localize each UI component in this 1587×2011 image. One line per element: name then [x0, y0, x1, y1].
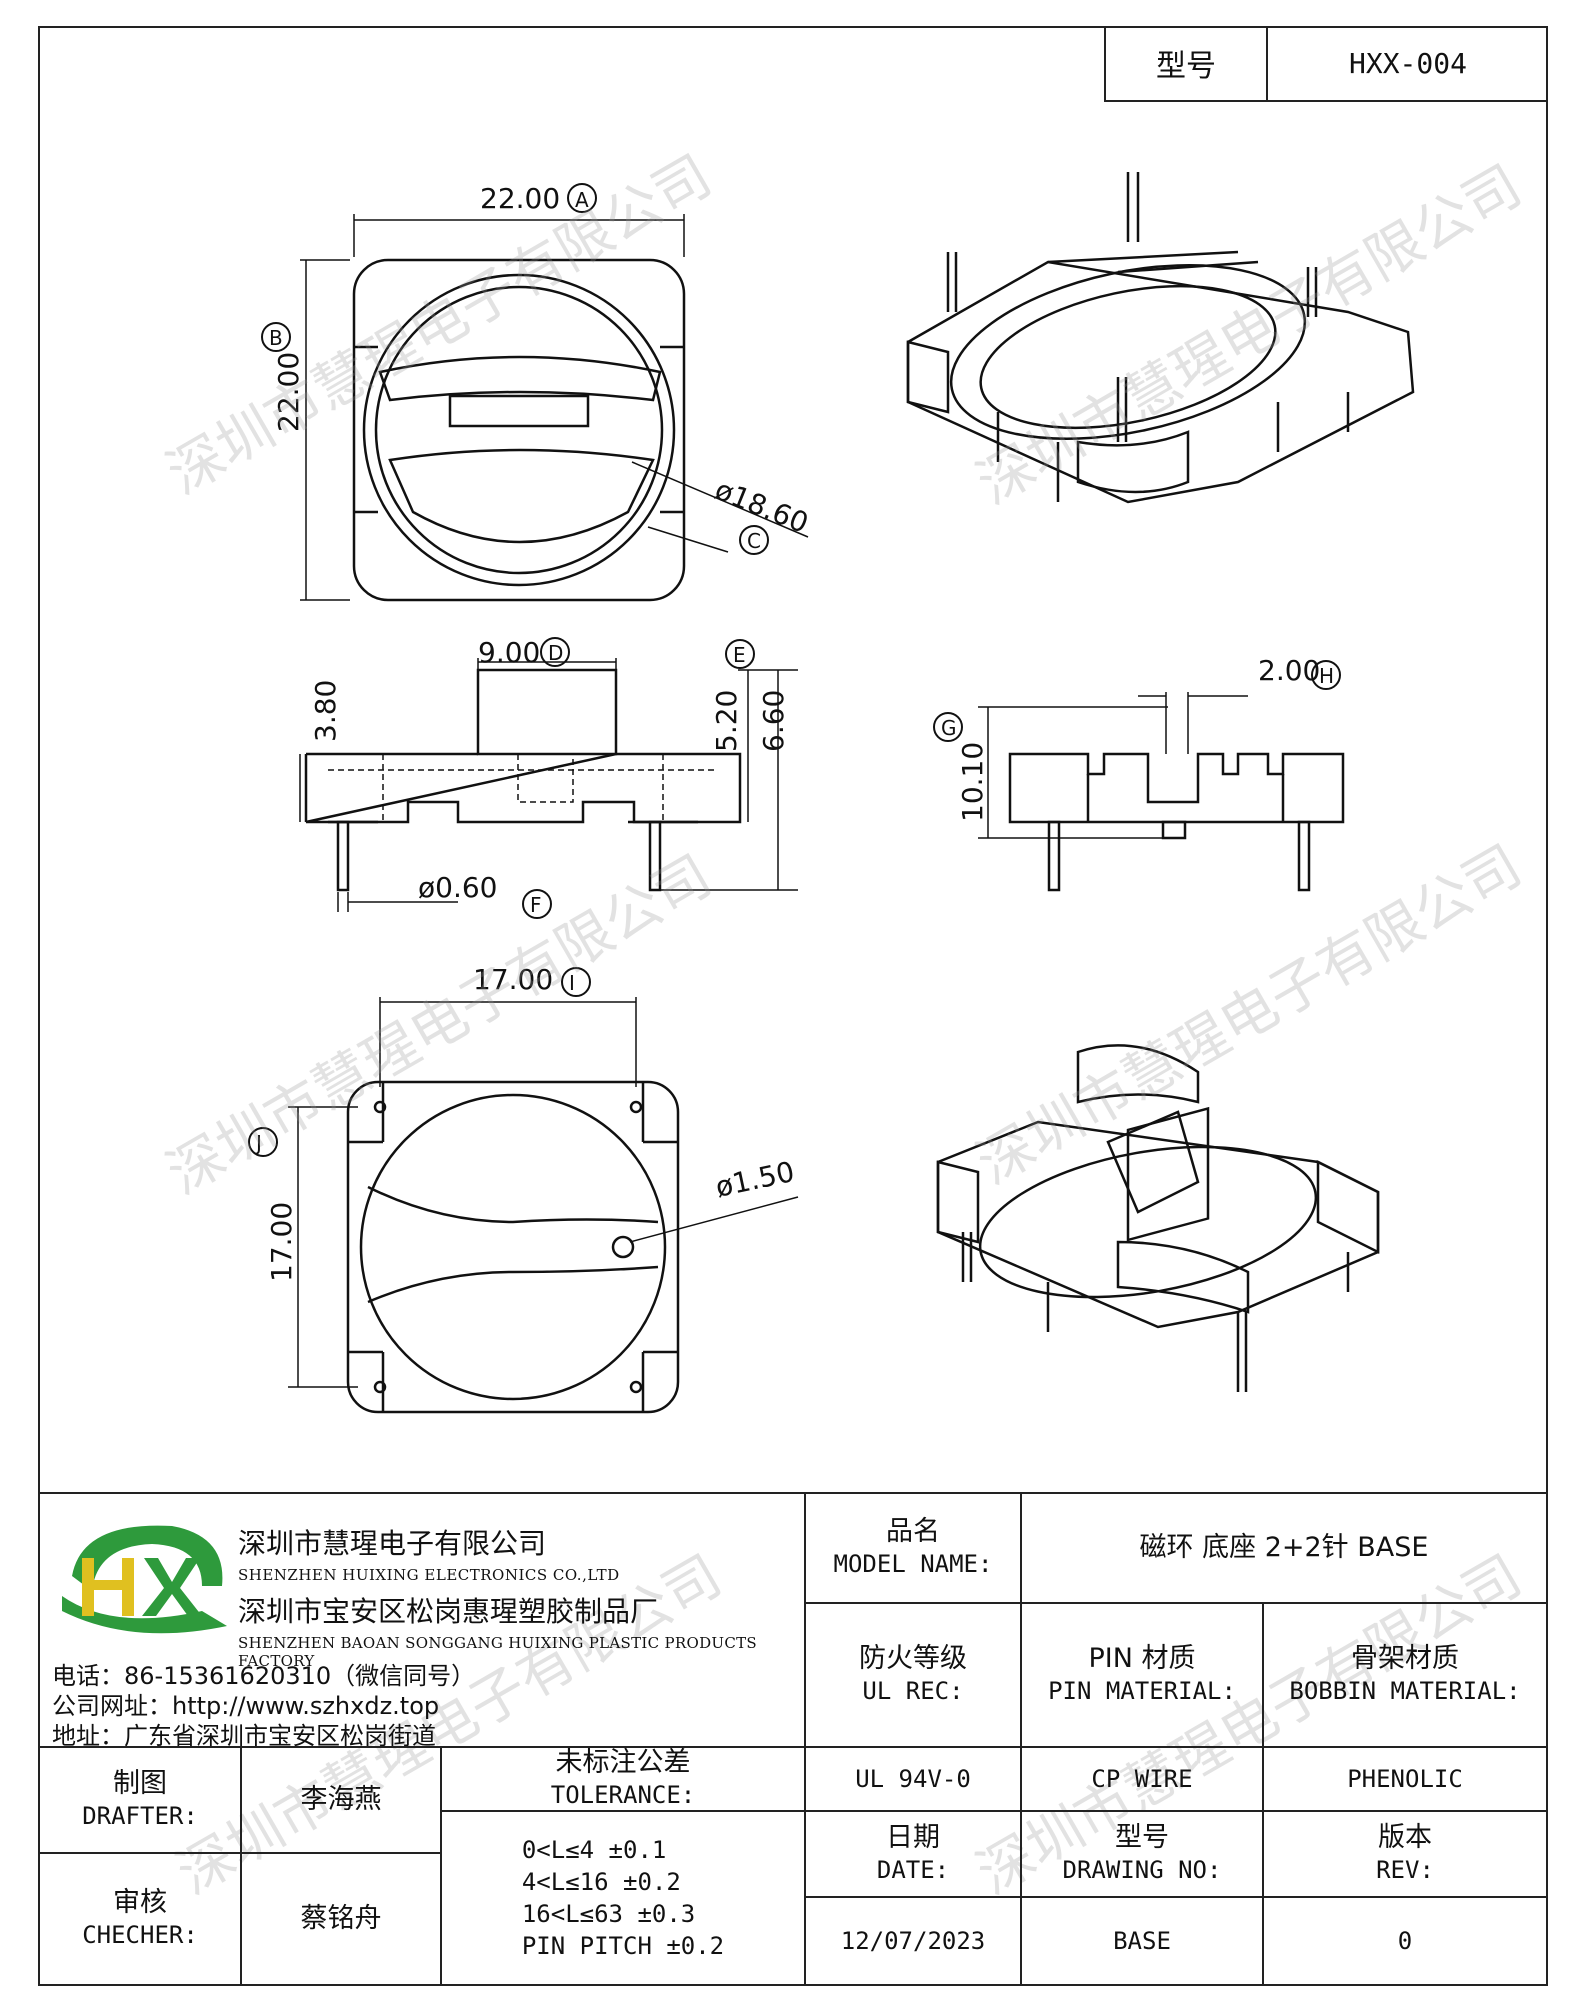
- model-value: HXX-004: [1348, 46, 1467, 80]
- model-label: 型号: [1106, 26, 1268, 100]
- dim-j-tag: J: [254, 1131, 262, 1155]
- isometric-view-bottom: [936, 1044, 1380, 1392]
- company-address: 地址：广东省深圳市宝安区松岗街道: [52, 1722, 436, 1750]
- dim-h38-value: 3.80: [309, 680, 342, 742]
- rev-value: 0: [1262, 1896, 1548, 1986]
- pin-material-value: CP WIRE: [1020, 1746, 1264, 1812]
- dim-i-tag: I: [569, 971, 575, 995]
- dim-e66-value: 6.60: [757, 690, 790, 752]
- drafter-name: 李海燕: [240, 1746, 442, 1854]
- company-info: HX 深圳市慧瑆电子有限公司 SHENZHEN HUIXING ELECTRON…: [38, 1492, 806, 1750]
- title-block: HX 深圳市慧瑆电子有限公司 SHENZHEN HUIXING ELECTRON…: [38, 1492, 1548, 1986]
- dim-e-tag: E: [733, 643, 746, 667]
- isometric-view-top: [906, 172, 1415, 504]
- company-logo: HX: [52, 1516, 227, 1634]
- dim-i-value: 17.00: [473, 963, 553, 996]
- technical-drawing: 22.00 A 22.00 B ø18.60 C 9.00 D 3.80 5.2…: [248, 172, 1415, 1414]
- pin-material-label: PIN 材质 PIN MATERIAL:: [1020, 1602, 1264, 1748]
- bottom-view: [248, 967, 799, 1414]
- side-view: [933, 660, 1345, 892]
- model-name-value: 磁环 底座 2+2针 BASE: [1020, 1492, 1548, 1604]
- dim-g-value: 10.10: [956, 742, 989, 822]
- tolerance-list: 0<L≤4 ±0.1 4<L≤16 ±0.2 16<L≤63 ±0.3 PIN …: [440, 1810, 806, 1986]
- checker-label: 审核 CHECHER:: [38, 1852, 242, 1986]
- dim-a-value: 22.00: [480, 182, 560, 215]
- date-value: 12/07/2023: [804, 1896, 1022, 1986]
- dim-f-tag: F: [530, 893, 542, 917]
- dim-d-tag: D: [548, 641, 563, 665]
- dim-h-value: 2.00: [1258, 654, 1320, 687]
- bobbin-material-value: PHENOLIC: [1262, 1746, 1548, 1812]
- dim-e52-value: 5.20: [710, 690, 743, 752]
- drawing-no-value: BASE: [1020, 1896, 1264, 1986]
- dim-d-value: 9.00: [478, 636, 540, 669]
- top-view: [261, 183, 809, 602]
- tolerance-line-1: 0<L≤4 ±0.1: [521, 1836, 667, 1864]
- factory-name-cn: 深圳市宝安区松岗惠瑆塑胶制品厂: [238, 1595, 659, 1628]
- dim-j-value: 17.00: [265, 1202, 298, 1282]
- dim-c-value: ø18.60: [710, 473, 813, 540]
- front-view: [299, 637, 798, 919]
- checker-name: 蔡铭舟: [240, 1852, 442, 1986]
- dim-h-tag: H: [1319, 664, 1334, 688]
- dim-a-tag: A: [575, 188, 589, 212]
- dim-c-tag: C: [747, 529, 761, 553]
- company-phone: 电话：86-15361620310（微信同号）: [52, 1662, 476, 1690]
- drafter-label: 制图 DRAFTER:: [38, 1746, 242, 1854]
- ul-value: UL 94V-0: [804, 1746, 1022, 1812]
- company-name-cn: 深圳市慧瑆电子有限公司: [238, 1527, 547, 1560]
- company-website: 公司网址：http://www.szhxdz.top: [52, 1692, 440, 1720]
- bobbin-material-label: 骨架材质 BOBBIN MATERIAL:: [1262, 1602, 1548, 1748]
- logo-text: HX: [52, 1516, 54, 1517]
- tolerance-line-3: 16<L≤63 ±0.3: [521, 1900, 696, 1928]
- dim-f-value: ø0.60: [418, 871, 497, 904]
- model-number-box: 型号 HXX-004: [1104, 26, 1548, 102]
- drawing-no-label: 型号 DRAWING NO:: [1020, 1810, 1264, 1898]
- tolerance-line-4: PIN PITCH ±0.2: [521, 1932, 725, 1960]
- company-name-en: SHENZHEN HUIXING ELECTRONICS CO.,LTD: [238, 1566, 620, 1584]
- model-name-label: 品名 MODEL NAME:: [804, 1492, 1022, 1604]
- factory-name-en: SHENZHEN BAOAN SONGGANG HUIXING PLASTIC …: [238, 1634, 758, 1670]
- dim-b-tag: B: [269, 326, 283, 350]
- tolerance-line-2: 4<L≤16 ±0.2: [521, 1868, 681, 1896]
- tolerance-label: 未标注公差 TOLERANCE:: [440, 1746, 806, 1812]
- dim-g-tag: G: [941, 716, 957, 740]
- dim-b-value: 22.00: [272, 352, 305, 432]
- date-label: 日期 DATE:: [804, 1810, 1022, 1898]
- ul-rec-label: 防火等级 UL REC:: [804, 1602, 1022, 1748]
- rev-label: 版本 REV:: [1262, 1810, 1548, 1898]
- dim-hole-value: ø1.50: [713, 1155, 798, 1204]
